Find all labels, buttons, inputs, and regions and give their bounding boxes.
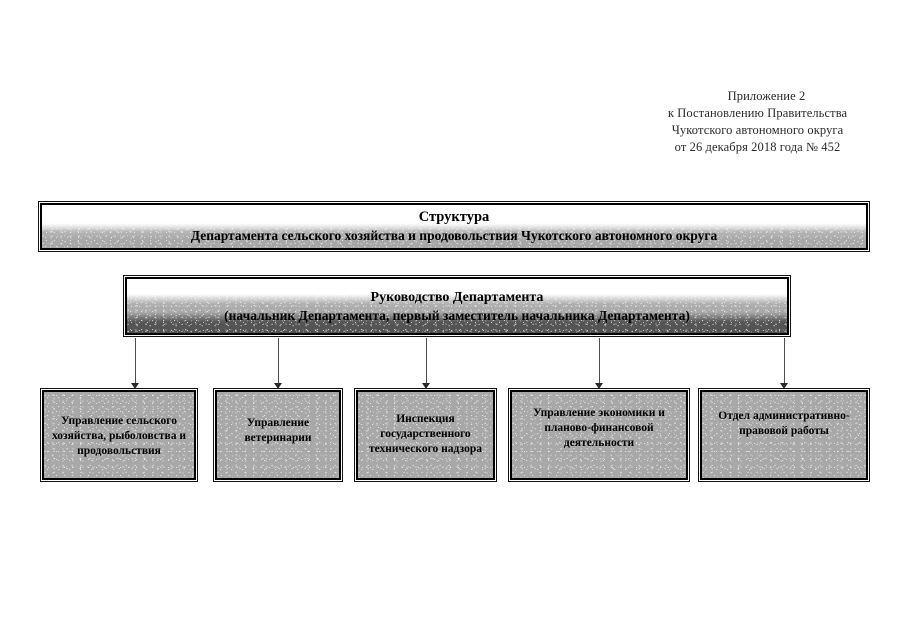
appendix-line-3: Чукотского автономного округа <box>671 123 844 137</box>
chart-title-secondary: Департамента сельского хозяйства и продо… <box>190 228 718 243</box>
department-label-4: Управление экономики и планово-финансово… <box>533 406 665 449</box>
appendix-line-2: к Постановлению Правительства <box>667 106 848 120</box>
connector-arrow-5 <box>780 383 788 389</box>
connector-line-2 <box>278 338 279 384</box>
department-label-1: Управление сельского хозяйства, рыболовс… <box>51 414 187 457</box>
leadership-box: Руководство Департамента (начальник Депа… <box>123 275 791 337</box>
department-box-agriculture: Управление сельского хозяйства, рыболовс… <box>40 388 198 482</box>
appendix-line-1: Приложение 2 <box>727 89 806 103</box>
leadership-title: Руководство Департамента <box>370 290 544 305</box>
chart-title-primary: Структура <box>418 209 490 225</box>
leadership-subtitle: (начальник Департамента, первый заместит… <box>224 308 690 323</box>
department-label-5: Отдел административно-правовой работы <box>718 410 850 437</box>
department-label-2: Управление ветеринарии <box>244 417 312 444</box>
department-label-3: Инспекция государственного технического … <box>369 412 482 455</box>
department-box-legal-affairs: Отдел административно-правовой работы <box>698 388 870 482</box>
connector-line-1 <box>135 338 136 384</box>
connector-line-4 <box>599 338 600 384</box>
connector-arrow-1 <box>131 383 139 389</box>
connector-line-3 <box>426 338 427 384</box>
appendix-reference-block: Приложение 2 к Постановлению Правительст… <box>640 88 875 156</box>
chart-title-box: Структура Департамента сельского хозяйст… <box>38 201 870 252</box>
department-box-technical-inspection: Инспекция государственного технического … <box>354 388 497 482</box>
department-box-veterinary: Управление ветеринарии <box>213 388 343 482</box>
connector-arrow-4 <box>595 383 603 389</box>
connector-line-5 <box>784 338 785 384</box>
department-box-economics-finance: Управление экономики и планово-финансово… <box>508 388 690 482</box>
appendix-line-4: от 26 декабря 2018 года № 452 <box>674 140 841 154</box>
connector-arrow-2 <box>274 383 282 389</box>
connector-arrow-3 <box>422 383 430 389</box>
